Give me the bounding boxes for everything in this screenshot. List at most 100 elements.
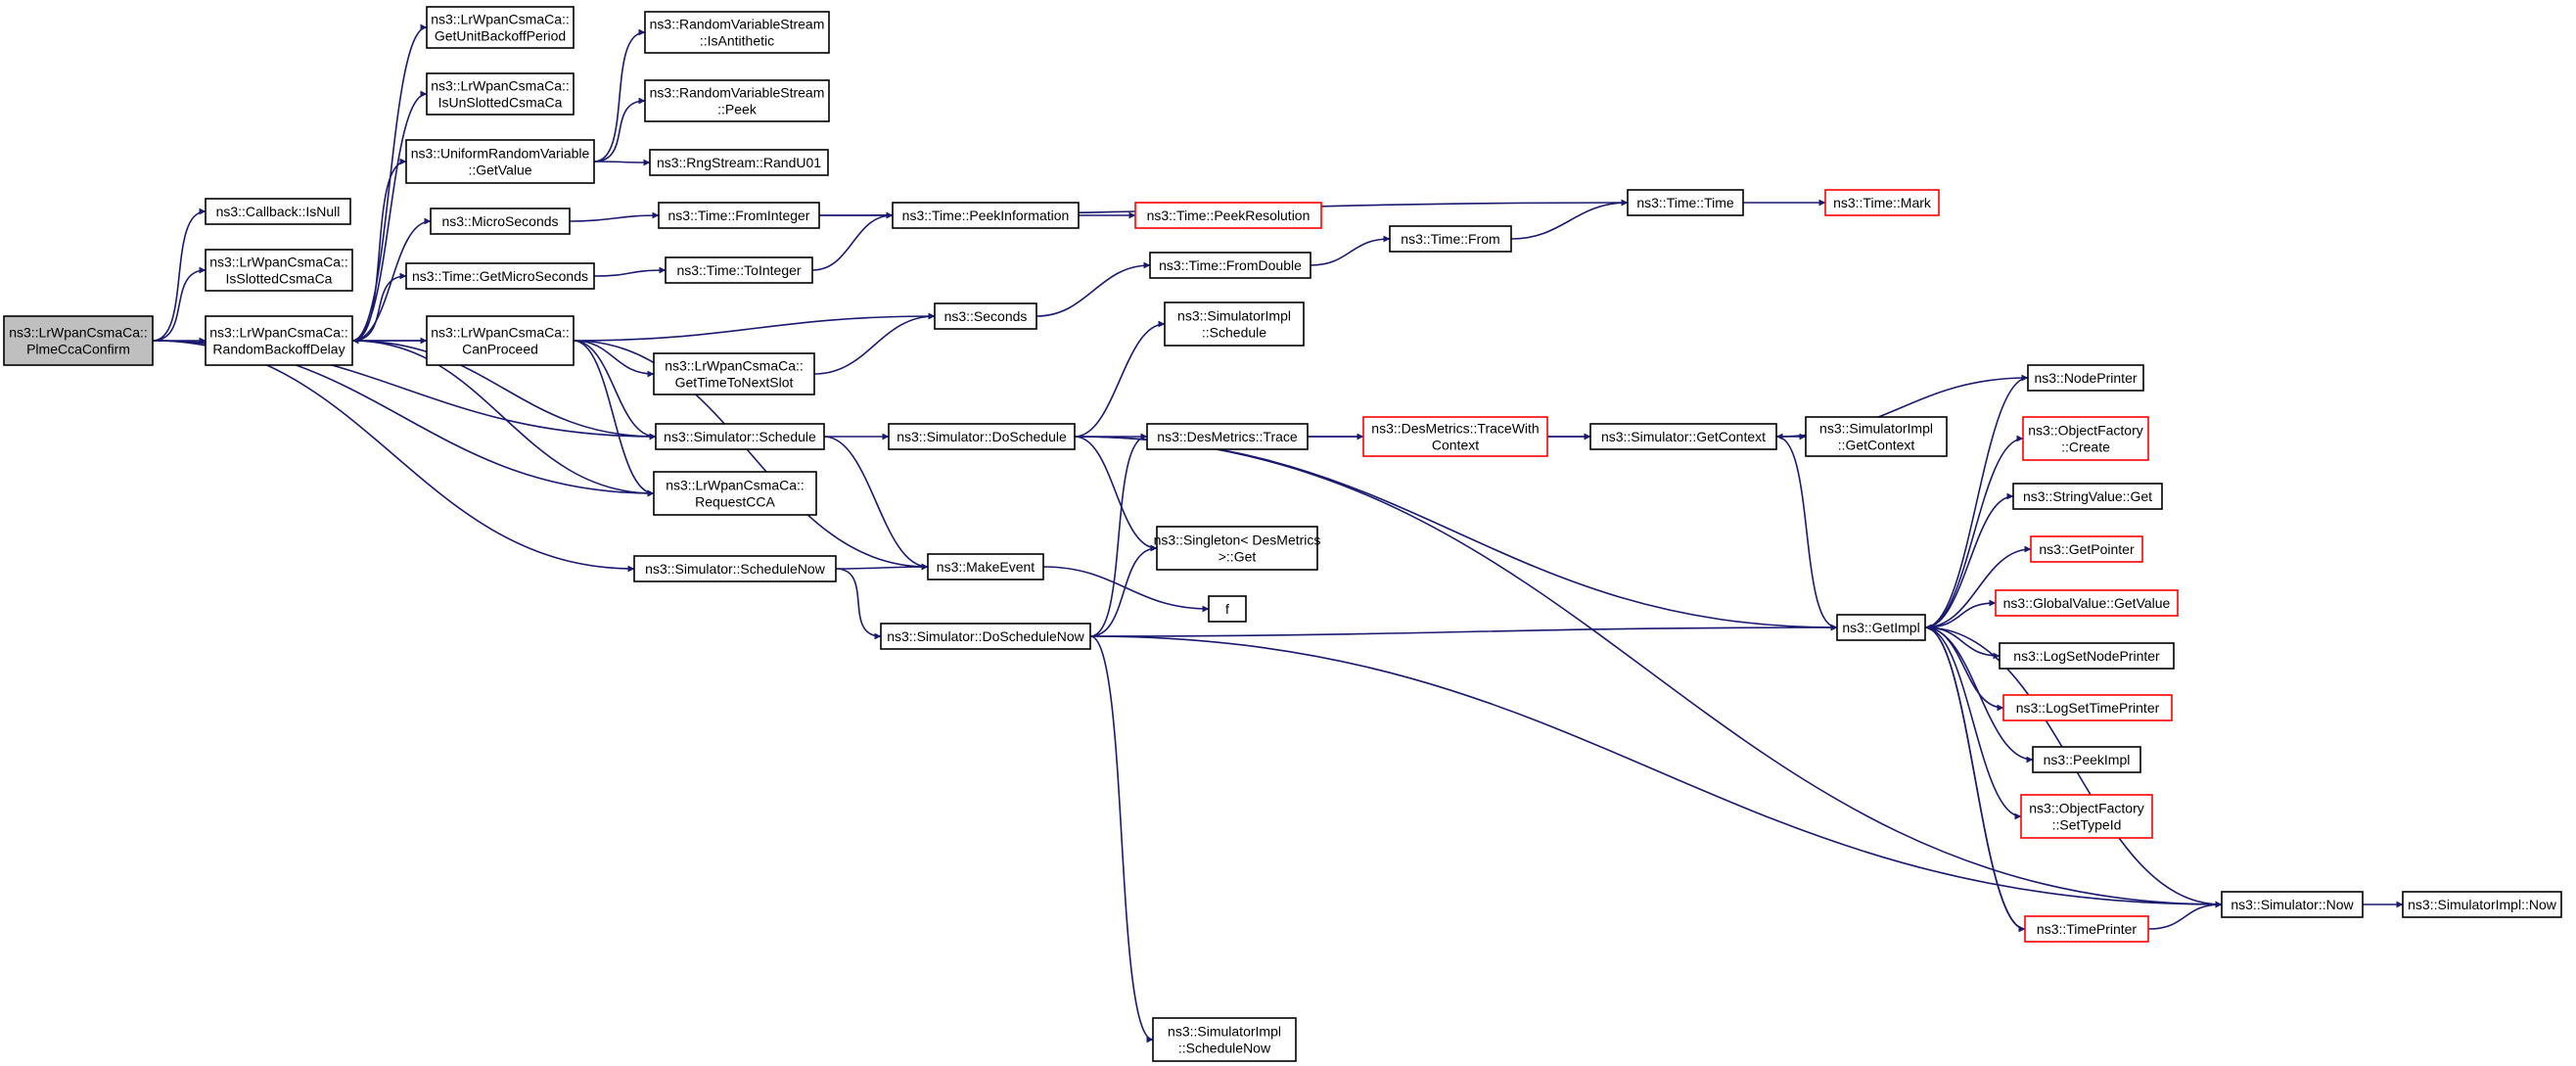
graph-node-fromint[interactable]: ns3::Time::FromInteger [658, 202, 820, 229]
graph-node-doschednow[interactable]: ns3::Simulator::DoScheduleNow [880, 623, 1091, 650]
edge-rbd-to-urv [351, 158, 407, 342]
graph-node-dmtrace[interactable]: ns3::DesMetrics::Trace [1146, 423, 1309, 450]
graph-node-dosched[interactable]: ns3::Simulator::DoSchedule [888, 423, 1076, 450]
node-label: ns3::Singleton< DesMetrics [1154, 533, 1321, 548]
node-label: ns3::NodePrinter [2034, 370, 2137, 386]
node-box [1824, 189, 1940, 216]
edge-rbd-to-getmicro [351, 272, 407, 342]
node-label: ns3::Time::From [1401, 231, 1499, 247]
edge-rbd-to-isunslotted [351, 90, 428, 342]
graph-node-peekres[interactable]: ns3::Time::PeekResolution [1134, 202, 1322, 229]
graph-node-getctx[interactable]: ns3::Simulator::GetContext [1589, 423, 1777, 450]
node-label: ns3::Simulator::Now [2231, 897, 2354, 912]
edge-getctx-to-getimpl [1775, 436, 1838, 631]
graph-node-isslotted[interactable]: ns3::LrWpanCsmaCa::IsSlottedCsmaCa [205, 249, 353, 292]
graph-node-schednow[interactable]: ns3::Simulator::ScheduleNow [633, 555, 837, 582]
graph-node-simimplschednow[interactable]: ns3::SimulatorImpl::ScheduleNow [1152, 1017, 1297, 1062]
graph-node-gvgetvalue[interactable]: ns3::GlobalValue::GetValue [1995, 589, 2179, 617]
node-label: GetTimeToNextSlot [675, 375, 794, 391]
graph-node-nextslot[interactable]: ns3::LrWpanCsmaCa::GetTimeToNextSlot [653, 352, 815, 395]
graph-node-isanti[interactable]: ns3::RandomVariableStream::IsAntithetic [644, 11, 830, 54]
node-label: ns3::LogSetNodePrinter [2013, 648, 2160, 664]
graph-node-oftypeid[interactable]: ns3::ObjectFactory::SetTypeId [2020, 794, 2153, 839]
node-label: ns3::Time::FromInteger [668, 208, 810, 223]
graph-node-seconds[interactable]: ns3::Seconds [934, 302, 1037, 330]
graph-node-singleton[interactable]: ns3::Singleton< DesMetrics>::Get [1154, 526, 1321, 571]
edge-canproceed-to-requestcca [573, 340, 655, 497]
graph-node-root[interactable]: ns3::LrWpanCsmaCa::PlmeCcaConfirm [3, 315, 154, 366]
graph-node-isnull[interactable]: ns3::Callback::IsNull [205, 198, 351, 225]
node-box [1208, 595, 1247, 623]
graph-node-timemark[interactable]: ns3::Time::Mark [1824, 189, 1940, 216]
graph-node-getimpl[interactable]: ns3::GetImpl [1836, 614, 1926, 641]
node-box [405, 139, 595, 184]
node-box [1134, 202, 1322, 229]
edge-getmicro-to-toint [593, 266, 667, 277]
node-label: ::ScheduleNow [1178, 1041, 1271, 1056]
node-box [927, 553, 1044, 580]
node-label: ns3::Time::GetMicroSeconds [412, 268, 588, 284]
graph-node-peek[interactable]: ns3::RandomVariableStream::Peek [644, 79, 830, 122]
node-label: ns3::LrWpanCsmaCa:: [209, 325, 348, 341]
graph-node-requestcca[interactable]: ns3::LrWpanCsmaCa::RequestCCA [653, 471, 817, 516]
graph-node-fromdouble[interactable]: ns3::Time::FromDouble [1149, 252, 1311, 279]
edge-getimpl-to-nodeprinter [1924, 374, 2029, 628]
node-box [2020, 794, 2153, 839]
graph-node-rbd[interactable]: ns3::LrWpanCsmaCa::RandomBackoffDelay [205, 315, 353, 366]
node-label: ::Peek [717, 102, 758, 117]
node-label: ::Schedule [1202, 325, 1266, 341]
graph-node-strget[interactable]: ns3::StringValue::Get [2012, 483, 2163, 510]
node-label: ns3::Simulator::DoScheduleNow [887, 628, 1084, 644]
graph-node-timetime[interactable]: ns3::Time::Time [1627, 189, 1744, 216]
node-label: ns3::LrWpanCsmaCa:: [666, 478, 805, 493]
edge-root-to-isslotted [152, 266, 207, 342]
edge-rbd-to-unitbackoff [351, 23, 428, 342]
node-box [665, 256, 813, 284]
graph-node-timeprinter[interactable]: ns3::TimePrinter [2024, 915, 2149, 943]
graph-node-toint[interactable]: ns3::Time::ToInteger [665, 256, 813, 284]
node-box [649, 149, 829, 176]
node-box [426, 315, 575, 366]
graph-node-peekimpl[interactable]: ns3::PeekImpl [2032, 746, 2141, 773]
graph-node-simimplnow[interactable]: ns3::SimulatorImpl::Now [2402, 891, 2562, 918]
graph-node-simimplctx[interactable]: ns3::SimulatorImpl::GetContext [1805, 416, 1948, 457]
node-box [1999, 642, 2175, 670]
graph-node-urv[interactable]: ns3::UniformRandomVariable::GetValue [405, 139, 595, 184]
node-label: ns3::RandomVariableStream [650, 85, 825, 101]
graph-node-simnow[interactable]: ns3::Simulator::Now [2221, 891, 2364, 918]
edge-schednow-to-makeevent [835, 563, 929, 571]
node-label: ns3::Simulator::ScheduleNow [645, 561, 826, 577]
edge-schedule-to-makeevent [823, 436, 929, 571]
node-box [1156, 526, 1318, 571]
graph-node-nodeprinter[interactable]: ns3::NodePrinter [2027, 364, 2144, 392]
graph-node-lognode[interactable]: ns3::LogSetNodePrinter [1999, 642, 2175, 670]
node-box [1362, 416, 1548, 457]
graph-node-simimplsched[interactable]: ns3::SimulatorImpl::Schedule [1164, 301, 1305, 347]
graph-node-ff[interactable]: f [1208, 595, 1247, 623]
node-label: >::Get [1219, 549, 1257, 565]
edge-urv-to-isanti [593, 28, 646, 162]
graph-node-peekinfo[interactable]: ns3::Time::PeekInformation [892, 202, 1080, 229]
graph-node-makeevent[interactable]: ns3::MakeEvent [927, 553, 1044, 580]
graph-node-randu01[interactable]: ns3::RngStream::RandU01 [649, 149, 829, 176]
graph-node-getpointer[interactable]: ns3::GetPointer [2030, 535, 2143, 563]
node-box [653, 352, 815, 395]
graph-node-isunslotted[interactable]: ns3::LrWpanCsmaCa::IsUnSlottedCsmaCa [426, 72, 575, 116]
graph-node-getmicro[interactable]: ns3::Time::GetMicroSeconds [405, 262, 595, 290]
edge-doschednow-to-simnow [1089, 635, 2223, 908]
node-box [655, 423, 825, 450]
node-label: ns3::Seconds [944, 308, 1028, 324]
graph-node-canproceed[interactable]: ns3::LrWpanCsmaCa::CanProceed [426, 315, 575, 366]
node-label: ns3::LrWpanCsmaCa:: [431, 12, 570, 27]
graph-node-logtime[interactable]: ns3::LogSetTimePrinter [2002, 694, 2173, 721]
node-label: ns3::UniformRandomVariable [411, 146, 590, 162]
graph-node-ofcreate[interactable]: ns3::ObjectFactory::Create [2022, 416, 2149, 461]
graph-node-microsec[interactable]: ns3::MicroSeconds [430, 208, 571, 235]
graph-node-unitbackoff[interactable]: ns3::LrWpanCsmaCa::GetUnitBackoffPeriod [426, 6, 575, 49]
node-label: ns3::Time::Mark [1833, 195, 1932, 210]
node-box [405, 262, 595, 290]
graph-node-schedule[interactable]: ns3::Simulator::Schedule [655, 423, 825, 450]
node-box [426, 6, 575, 49]
graph-node-timefrom[interactable]: ns3::Time::From [1389, 225, 1512, 253]
